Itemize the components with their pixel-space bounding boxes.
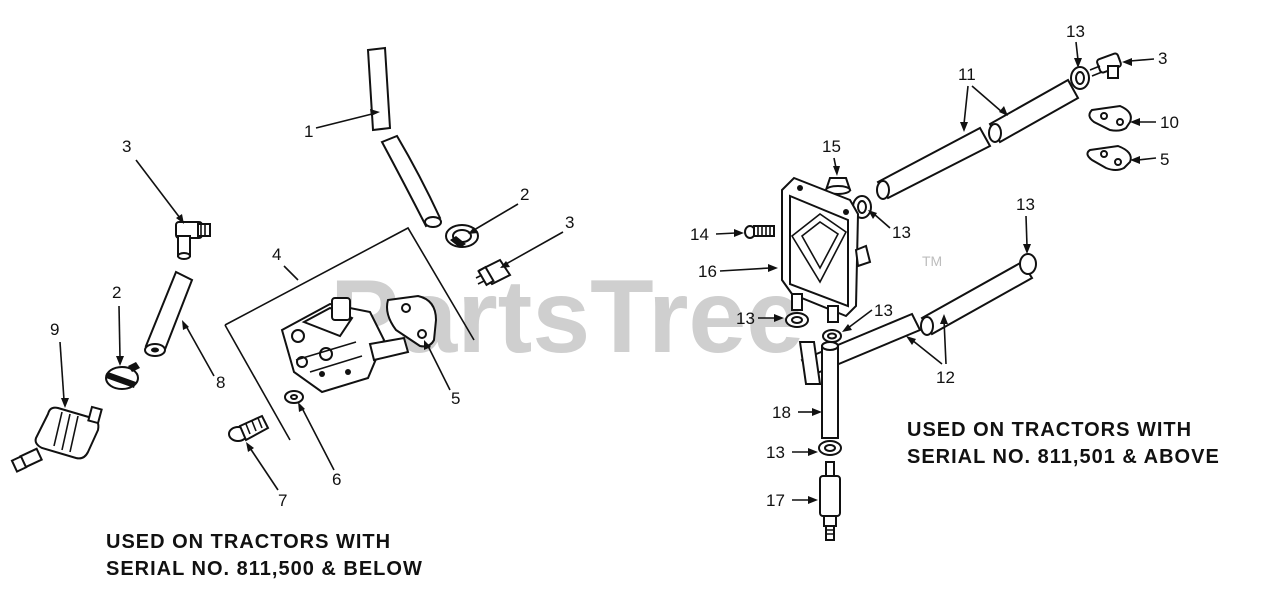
right-caption-line-2: SERIAL NO. 811,501 & ABOVE xyxy=(907,446,1220,468)
part-5-gasket-right[interactable] xyxy=(1086,144,1132,171)
callout-18: 18 xyxy=(772,403,791,422)
callout-4: 4 xyxy=(272,245,281,264)
callout-2-lower: 2 xyxy=(112,283,121,302)
callout-14: 14 xyxy=(690,225,709,244)
right-assembly: 13 3 11 10 5 15 13 14 16 13 13 13 xyxy=(690,22,1220,541)
callout-12: 12 xyxy=(936,368,955,387)
callout-13-top: 13 xyxy=(1066,22,1085,41)
callout-6: 6 xyxy=(332,470,341,489)
part-3-elbow-fitting-right[interactable] xyxy=(1089,52,1122,79)
part-8-short-hose[interactable] xyxy=(144,270,194,357)
right-callouts: 13 3 11 10 5 15 13 14 16 13 13 13 xyxy=(690,22,1179,510)
callout-1: 1 xyxy=(304,122,313,141)
part-6-washer[interactable] xyxy=(284,390,304,404)
callout-3-left: 3 xyxy=(122,137,131,156)
part-2-hose-clamp-upper[interactable] xyxy=(445,224,479,248)
callout-3-right: 3 xyxy=(565,213,574,232)
part-18-hose[interactable] xyxy=(821,341,839,439)
part-9-fuel-filter[interactable] xyxy=(10,405,103,473)
callout-9: 9 xyxy=(50,320,59,339)
callout-13-bottom: 13 xyxy=(766,443,785,462)
callout-8: 8 xyxy=(216,373,225,392)
callout-5-right: 5 xyxy=(1160,150,1169,169)
callout-13-mid: 13 xyxy=(892,223,911,242)
part-17-filter[interactable] xyxy=(819,461,841,541)
part-3-hose-fitting-right[interactable] xyxy=(475,258,512,287)
part-2-hose-clamp-lower[interactable] xyxy=(105,362,140,390)
callout-13-pump-left: 13 xyxy=(736,309,755,328)
part-1-fuel-hose[interactable] xyxy=(366,46,442,228)
watermark-trademark: TM xyxy=(922,253,942,269)
part-10-gasket[interactable] xyxy=(1088,104,1132,132)
part-13-clamp-pump-right[interactable] xyxy=(822,329,842,343)
part-5-gasket-left[interactable] xyxy=(386,294,438,348)
part-13-clamp-bottom[interactable] xyxy=(818,440,842,456)
part-14-screw[interactable] xyxy=(744,225,775,239)
left-caption-line-2: SERIAL NO. 811,500 & BELOW xyxy=(106,558,423,580)
callout-7: 7 xyxy=(278,491,287,510)
callout-16: 16 xyxy=(698,262,717,281)
part-16-fuel-pump[interactable] xyxy=(781,176,872,323)
callout-10: 10 xyxy=(1160,113,1179,132)
right-caption: USED ON TRACTORS WITH SERIAL NO. 811,501… xyxy=(907,419,1220,468)
callout-2-upper: 2 xyxy=(520,185,529,204)
callout-3-right: 3 xyxy=(1158,49,1167,68)
left-assembly: 1 2 3 3 4 2 8 9 5 6 7 USED ON T xyxy=(10,46,574,580)
part-4-fuel-pump[interactable] xyxy=(224,226,475,441)
part-11-fuel-line[interactable] xyxy=(876,78,1080,200)
left-callouts: 1 2 3 3 4 2 8 9 5 6 7 xyxy=(50,109,574,510)
part-7-screw[interactable] xyxy=(228,414,270,442)
right-caption-line-1: USED ON TRACTORS WITH xyxy=(907,419,1192,441)
callout-13-lower-right: 13 xyxy=(1016,195,1035,214)
callout-17: 17 xyxy=(766,491,785,510)
callout-11: 11 xyxy=(958,65,976,84)
part-13-clamp-lower-right[interactable] xyxy=(1019,253,1037,275)
callout-15: 15 xyxy=(822,137,841,156)
part-3-elbow-fitting-left[interactable] xyxy=(175,221,211,260)
left-caption: USED ON TRACTORS WITH SERIAL NO. 811,500… xyxy=(106,531,423,580)
callout-13-pump-right: 13 xyxy=(874,301,893,320)
part-13-clamp-top[interactable] xyxy=(1070,66,1090,90)
callout-5-left: 5 xyxy=(451,389,460,408)
part-13-clamp-pump-left[interactable] xyxy=(785,312,809,328)
left-caption-line-1: USED ON TRACTORS WITH xyxy=(106,531,391,553)
